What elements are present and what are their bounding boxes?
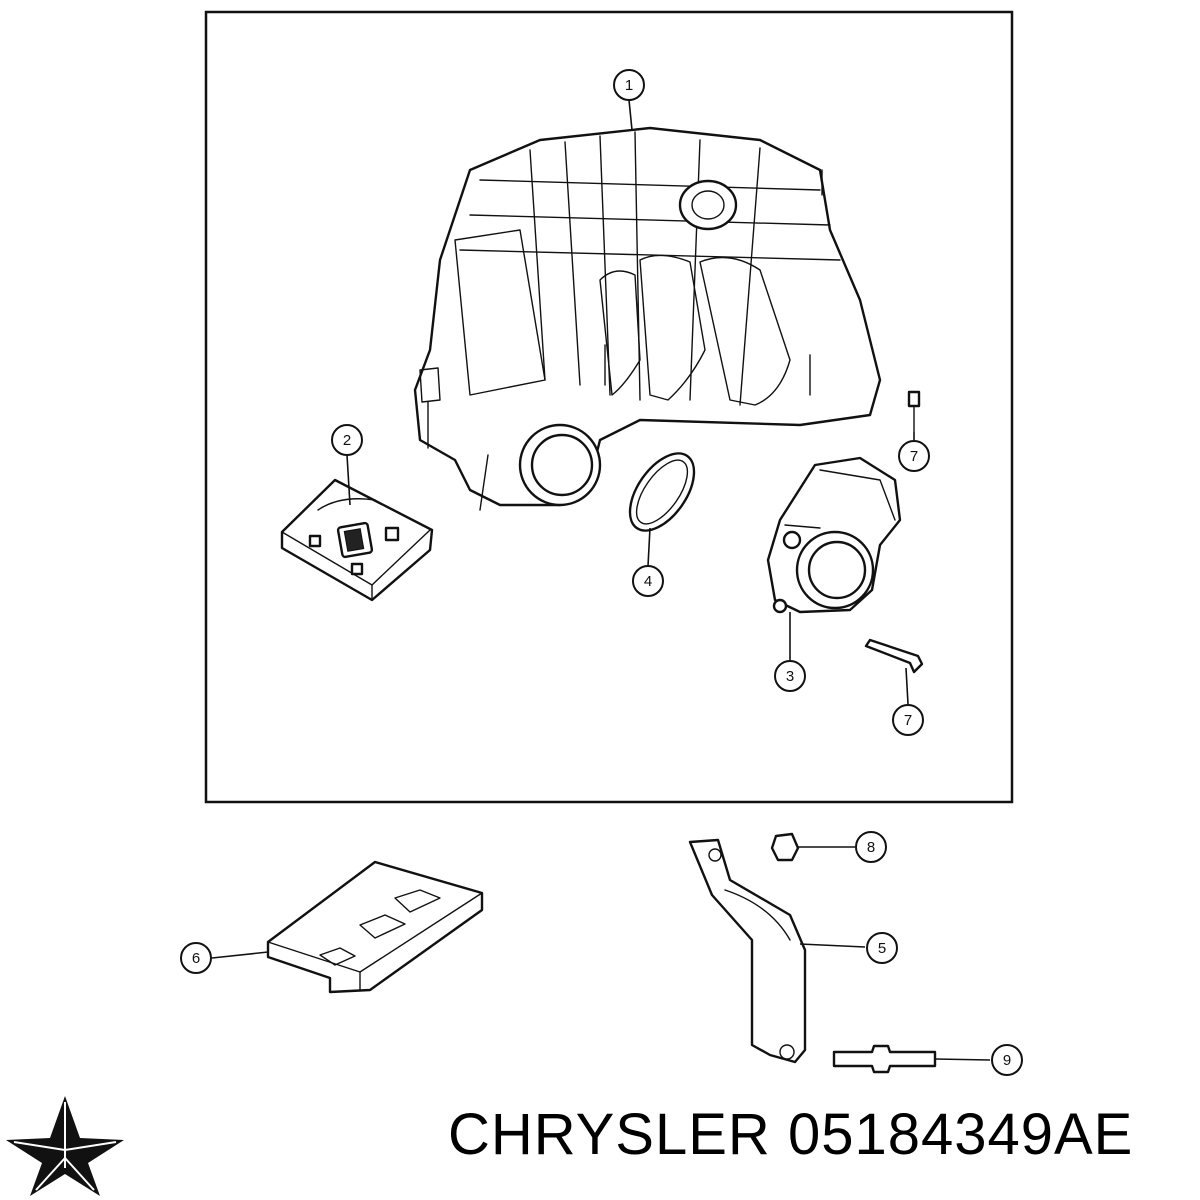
- stud-part: [832, 1044, 937, 1074]
- nut-part: [770, 832, 800, 862]
- svg-text:7: 7: [904, 712, 912, 729]
- gasket-part: [628, 452, 696, 532]
- svg-text:7: 7: [910, 448, 918, 465]
- intake-manifold-part: [413, 126, 882, 511]
- callout-7-lower: 7: [892, 704, 924, 736]
- callout-7-upper: 7: [898, 440, 930, 472]
- leader-6: [211, 951, 269, 959]
- sensor-kit-part: [280, 478, 434, 602]
- template-plate-part: [266, 860, 484, 994]
- leader-5: [799, 943, 866, 948]
- part-number: 05184349AE: [787, 1102, 1134, 1167]
- callout-1: 1: [613, 69, 645, 101]
- leader-7b: [905, 667, 909, 705]
- brand-part-number: CHRYSLER 05184349AE: [448, 1106, 1133, 1164]
- svg-text:8: 8: [867, 839, 875, 856]
- bracket-part: [688, 838, 807, 1064]
- leader-1: [628, 99, 633, 131]
- svg-text:1: 1: [625, 77, 633, 94]
- bolt-part-7-upper: [907, 390, 921, 433]
- svg-text:5: 5: [878, 940, 886, 957]
- leader-4: [647, 527, 651, 567]
- svg-text:4: 4: [644, 573, 652, 590]
- callout-4: 4: [632, 565, 664, 597]
- callout-2: 2: [331, 424, 363, 456]
- assembly-frame: [204, 10, 1014, 804]
- brand-name: CHRYSLER: [448, 1102, 771, 1167]
- svg-text:3: 3: [786, 668, 794, 685]
- callout-3: 3: [774, 660, 806, 692]
- svg-text:9: 9: [1003, 1052, 1011, 1069]
- chrysler-star-icon: [6, 1096, 124, 1196]
- svg-text:6: 6: [192, 950, 200, 967]
- leader-2: [346, 454, 351, 506]
- callout-5: 5: [866, 932, 898, 964]
- callout-8: 8: [855, 831, 887, 863]
- bolt-part-7-lower: [864, 638, 924, 674]
- leader-9: [934, 1058, 991, 1061]
- callout-6: 6: [180, 942, 212, 974]
- callout-9: 9: [991, 1044, 1023, 1076]
- throttle-body-part: [766, 456, 902, 614]
- svg-text:2: 2: [343, 432, 351, 449]
